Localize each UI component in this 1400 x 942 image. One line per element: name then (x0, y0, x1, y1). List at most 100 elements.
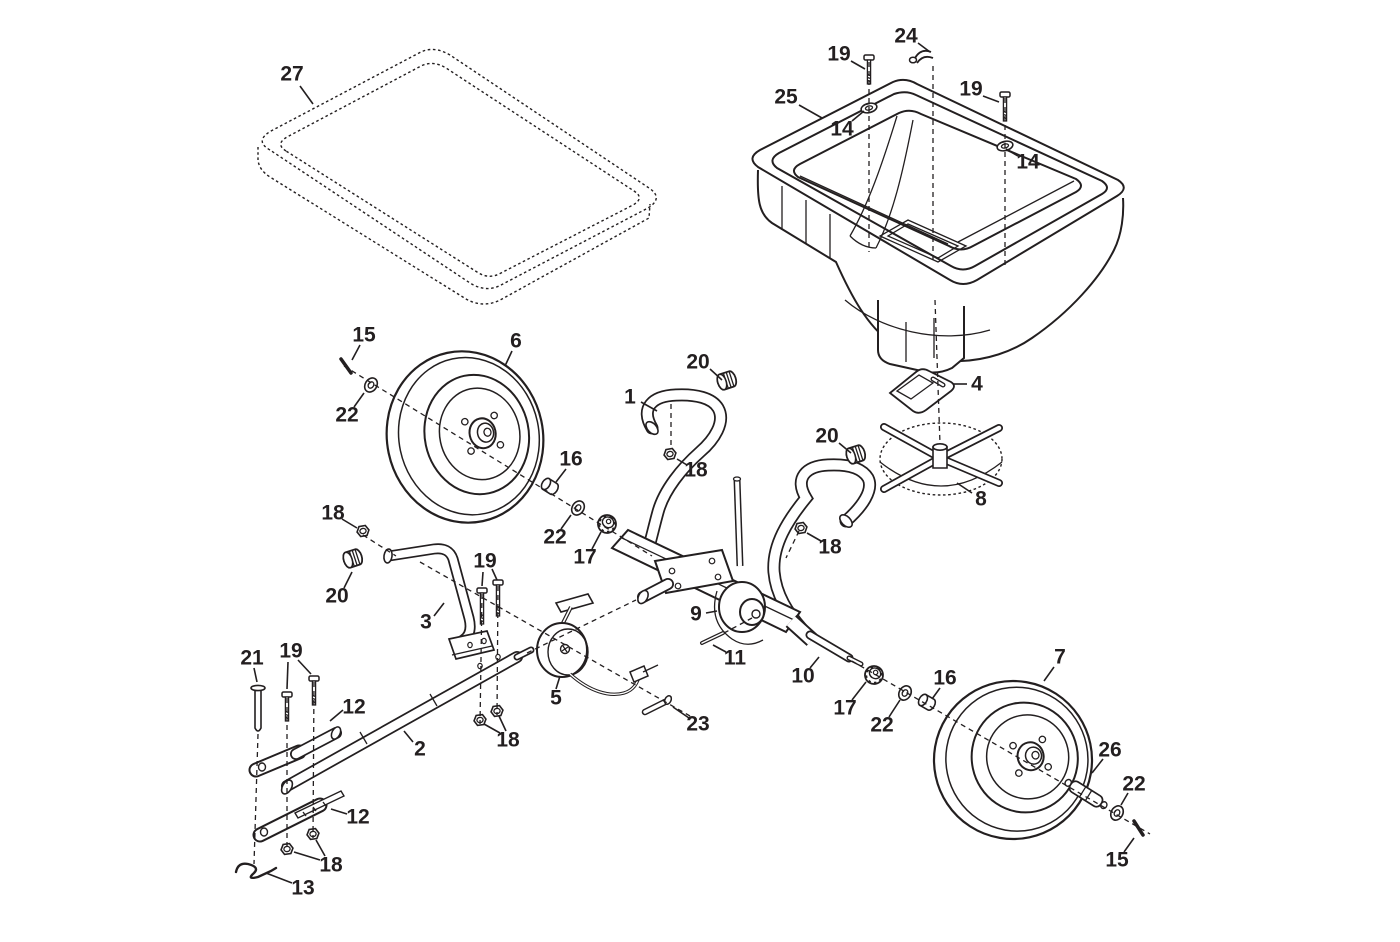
part-callout-16: 16 (559, 448, 582, 471)
part-callout-18: 18 (496, 729, 520, 752)
part-15-drive-pin-right (1132, 819, 1145, 837)
callout-leader-line (265, 872, 293, 884)
washer-22 (1107, 802, 1127, 824)
hex-nut-18 (793, 521, 809, 535)
part-callout-12: 12 (342, 696, 365, 719)
assembly-axis-line (526, 599, 637, 654)
part-6-left-wheel (385, 350, 545, 524)
assembly-axis-line (934, 299, 941, 445)
bolt-19 (863, 54, 875, 85)
part-callout-12: 12 (346, 806, 369, 829)
part-27-hopper-cover (257, 48, 657, 305)
part-callout-9: 9 (690, 603, 702, 626)
callout-leader-line (712, 644, 727, 653)
part-15-drive-pin-left (339, 357, 353, 375)
part-callout-19: 19 (279, 640, 302, 663)
callout-leader-line (341, 518, 358, 529)
callout-leader-line (917, 42, 931, 53)
part-9-gearbox (713, 581, 766, 645)
part-callout-15: 15 (1105, 849, 1129, 872)
part-callout-20: 20 (815, 425, 838, 448)
callout-leader-line (286, 661, 289, 690)
callout-leader-line (798, 104, 823, 119)
washer-22 (895, 682, 915, 704)
part-7-right-wheel (932, 679, 1094, 841)
part-2-tow-bar (280, 646, 535, 795)
callout-leader-line (851, 681, 867, 701)
part-callout-21: 21 (240, 647, 264, 670)
callout-leader-line (1091, 758, 1104, 774)
part-callout-19: 19 (473, 550, 496, 573)
part-callout-20: 20 (325, 585, 348, 608)
part-callout-11: 11 (724, 647, 747, 670)
part-4-rate-plate (888, 368, 955, 414)
callout-leader-line (329, 709, 344, 722)
callout-leader-line (351, 344, 361, 361)
callout-leader-line (956, 482, 973, 494)
part-3-support-tube (383, 543, 496, 661)
part-12-hitch-plate-lower (252, 790, 345, 843)
part-callout-2: 2 (414, 738, 426, 761)
callout-leader-line (705, 610, 718, 614)
callout-leader-line (640, 401, 658, 412)
part-10-axle-shaft (785, 615, 864, 667)
callout-leader-line (315, 839, 326, 857)
assembly-axis-line (312, 681, 315, 839)
callout-leader-line (982, 95, 1000, 103)
part-callout-14: 14 (1016, 151, 1040, 174)
callout-leader-line (555, 675, 561, 690)
callout-leader-line (1005, 148, 1019, 157)
assembly-axis-line (479, 593, 483, 725)
part-callout-25: 25 (774, 86, 798, 109)
part-callout-22: 22 (543, 526, 566, 549)
frame-gear-shaft (732, 476, 744, 567)
part-12-hitch-plate-upper (248, 726, 342, 778)
callout-leader-line (672, 706, 690, 719)
part-callout-16: 16 (933, 667, 956, 690)
part-callout-23: 23 (686, 713, 709, 736)
part-callout-22: 22 (870, 714, 893, 737)
end-cap-20 (714, 369, 739, 392)
part-23-cable-pin (641, 694, 673, 716)
hex-nut-18 (662, 447, 678, 461)
callout-leader-line (591, 531, 602, 550)
part-callout-18: 18 (684, 459, 708, 482)
callout-leader-line (1120, 792, 1129, 806)
callout-leader-line (838, 442, 852, 454)
callout-leader-line (850, 60, 866, 70)
callout-leader-line (504, 350, 513, 367)
part-8-impeller (879, 422, 1003, 496)
part-callout-18: 18 (321, 502, 345, 525)
part-callout-20: 20 (686, 351, 709, 374)
part-callout-1: 1 (624, 386, 636, 409)
part-callout-19: 19 (959, 78, 982, 101)
callout-leader-line (293, 851, 321, 861)
callout-leader-line (809, 656, 820, 669)
callout-leader-line (931, 687, 941, 700)
assembly-axis-line (343, 365, 653, 557)
callout-leader-line (403, 730, 414, 743)
callout-leader-line (888, 699, 901, 718)
callout-leader-line (491, 568, 498, 581)
part-callout-17: 17 (833, 697, 856, 720)
part-21-clevis-pin (250, 684, 266, 732)
part-callout-17: 17 (573, 546, 596, 569)
callout-leader-line (851, 110, 865, 122)
callout-leader-line (299, 85, 314, 105)
callout-leader-line (483, 723, 501, 734)
part-callout-5: 5 (550, 687, 562, 710)
part-5-flow-control (536, 593, 659, 696)
part-callout-15: 15 (352, 324, 376, 347)
part-11-shear-pin (700, 631, 725, 645)
assembly-axis-line (851, 660, 1151, 835)
part-callout-10: 10 (791, 665, 814, 688)
callout-leader-line (433, 602, 445, 617)
callout-leader-line (709, 368, 723, 381)
part-callout-8: 8 (975, 488, 987, 511)
part-callout-24: 24 (894, 25, 918, 48)
part-24-cotter-pin (908, 49, 934, 64)
flange-nut-17 (593, 510, 621, 538)
part-callout-4: 4 (971, 373, 983, 396)
callout-leader-line (1043, 666, 1055, 682)
